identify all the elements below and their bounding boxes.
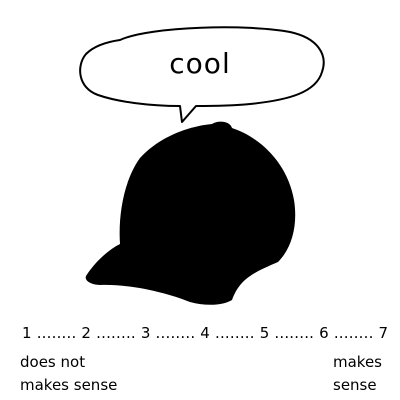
scale-max-label-line2: sense — [333, 376, 377, 394]
scale-min-label: does not makes sense — [20, 351, 160, 397]
scale-min-label-line1: does not — [20, 353, 86, 371]
scale-min-label-line2: makes sense — [20, 376, 118, 394]
speech-bubble-text: cool — [169, 47, 231, 80]
scale-max-label: makes sense — [333, 351, 393, 397]
rating-scale: 1 ........ 2 ........ 3 ........ 4 .....… — [22, 324, 389, 342]
scale-max-label-line1: makes — [333, 353, 382, 371]
